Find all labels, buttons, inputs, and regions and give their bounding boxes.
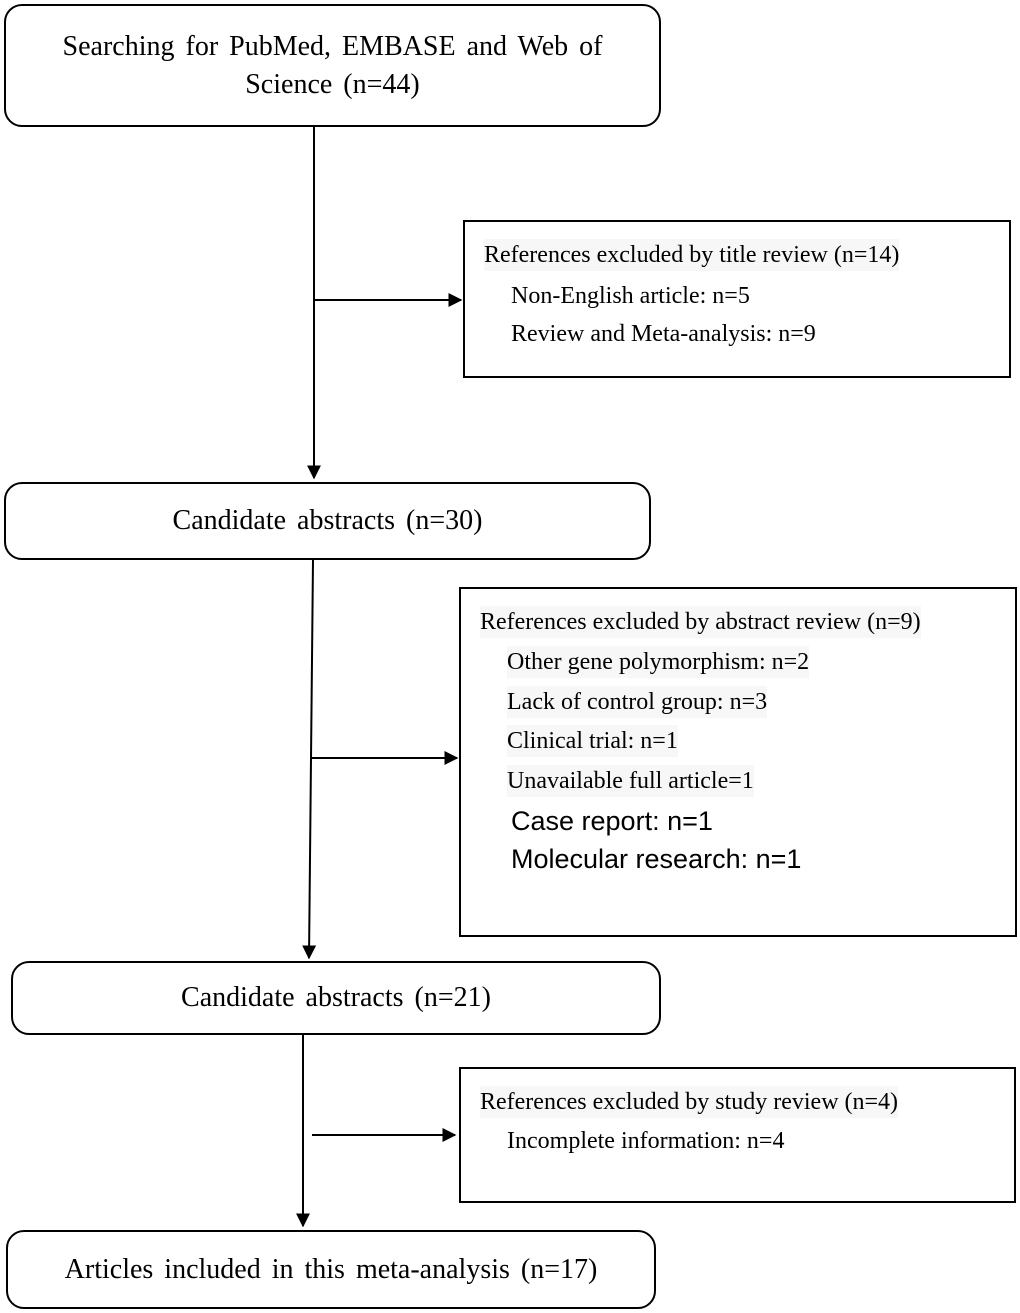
exclusion-title-review-item: Non-English article: n=5 bbox=[511, 283, 750, 309]
exclusion-study-review-item: Incomplete information: n=4 bbox=[507, 1128, 785, 1154]
exclusion-title-review-box: References excluded by title review (n=1… bbox=[463, 220, 1011, 378]
stage-candidate-abstracts-30-text: Candidate abstracts (n=30) bbox=[172, 505, 483, 536]
exclusion-abstract-review-item: Clinical trial: n=1 bbox=[507, 725, 678, 757]
stage-candidate-abstracts-21-box: Candidate abstracts (n=21) bbox=[11, 961, 661, 1035]
exclusion-study-review-heading: References excluded by study review (n=4… bbox=[480, 1086, 899, 1118]
exclusion-abstract-review-item: Other gene polymorphism: n=2 bbox=[507, 646, 810, 678]
exclusion-study-review-box: References excluded by study review (n=4… bbox=[459, 1067, 1016, 1203]
exclusion-abstract-review-item: Lack of control group: n=3 bbox=[507, 686, 768, 718]
exclusion-abstract-review-item: Molecular research: n=1 bbox=[511, 844, 802, 874]
exclusion-title-review-heading: References excluded by title review (n=1… bbox=[484, 239, 900, 271]
stage-candidate-abstracts-21-text: Candidate abstracts (n=21) bbox=[181, 982, 491, 1013]
arrow-stage2-to-stage3 bbox=[302, 559, 317, 960]
exclusion-abstract-review-box: References excluded by abstract review (… bbox=[459, 587, 1017, 937]
stage-search-box: Searching for PubMed, EMBASE and Web of … bbox=[4, 4, 661, 127]
exclusion-abstract-review-heading: References excluded by abstract review (… bbox=[480, 606, 921, 638]
exclusion-abstract-review-item: Case report: n=1 bbox=[511, 806, 713, 836]
stage-search-text: Searching for PubMed, EMBASE and Web of … bbox=[62, 30, 603, 100]
stage-included-articles-text: Articles included in this meta-analysis … bbox=[64, 1253, 598, 1285]
stage-included-articles-box: Articles included in this meta-analysis … bbox=[6, 1230, 656, 1309]
exclusion-abstract-review-item: Unavailable full article=1 bbox=[507, 765, 754, 797]
exclusion-title-review-item: Review and Meta-analysis: n=9 bbox=[511, 321, 816, 347]
stage-candidate-abstracts-30-box: Candidate abstracts (n=30) bbox=[4, 482, 651, 560]
